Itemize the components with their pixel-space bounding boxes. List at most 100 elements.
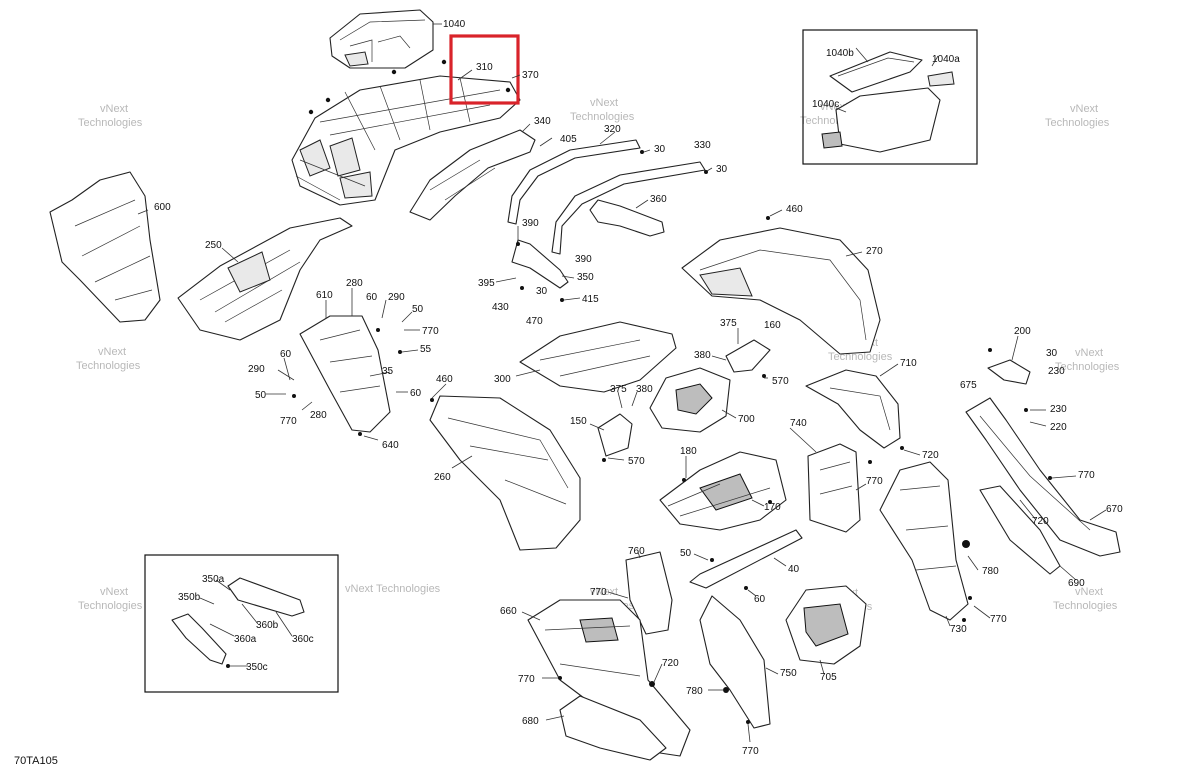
watermark-line: vNext bbox=[98, 346, 126, 358]
part-710-fender-trim[interactable] bbox=[805, 369, 901, 449]
label-30-d: 30 bbox=[1046, 348, 1058, 359]
part-705-storage[interactable] bbox=[785, 585, 867, 665]
label-40: 40 bbox=[788, 564, 800, 575]
label-170: 170 bbox=[764, 502, 781, 513]
label-55: 55 bbox=[420, 344, 432, 355]
watermark-line: vNext bbox=[100, 103, 128, 115]
leader-lines bbox=[137, 23, 1107, 743]
label-1040a: 1040a bbox=[932, 54, 960, 65]
fasteners bbox=[226, 59, 1052, 724]
watermark: vNext Technologies bbox=[78, 586, 143, 612]
label-30-c: 30 bbox=[536, 286, 548, 297]
part-200-bracket[interactable] bbox=[987, 359, 1031, 385]
part-300-cover[interactable] bbox=[519, 321, 677, 393]
label-720-b: 720 bbox=[1032, 516, 1049, 527]
label-350a: 350a bbox=[202, 574, 225, 585]
diagram-code: 70TA105 bbox=[14, 755, 58, 767]
label-640: 640 bbox=[382, 440, 399, 451]
label-675: 675 bbox=[960, 380, 977, 391]
label-670: 670 bbox=[1106, 504, 1123, 515]
watermark-line: vNext bbox=[1075, 347, 1103, 359]
label-360: 360 bbox=[650, 194, 667, 205]
part-700-console[interactable] bbox=[649, 367, 731, 433]
watermark-line: Technologies bbox=[1053, 600, 1118, 612]
label-300: 300 bbox=[494, 374, 511, 385]
label-460-b: 460 bbox=[436, 374, 453, 385]
label-430: 430 bbox=[492, 302, 509, 313]
part-740-bracket[interactable] bbox=[807, 443, 861, 533]
label-570-a: 570 bbox=[772, 376, 789, 387]
label-705: 705 bbox=[820, 672, 837, 683]
label-330: 330 bbox=[694, 140, 711, 151]
watermark: vNext Technologies bbox=[570, 97, 635, 123]
part-360-bracket[interactable] bbox=[589, 199, 665, 237]
label-600: 600 bbox=[154, 202, 171, 213]
label-350b: 350b bbox=[178, 592, 201, 603]
label-375-a: 375 bbox=[720, 318, 737, 329]
part-670-side-frame[interactable] bbox=[965, 397, 1121, 557]
watermark-line: vNext bbox=[590, 586, 618, 598]
watermark-line: vNext bbox=[590, 97, 618, 109]
label-380-b: 380 bbox=[636, 384, 653, 395]
part-40-bar[interactable] bbox=[689, 529, 803, 589]
label-60-b: 60 bbox=[280, 349, 292, 360]
label-30-b: 30 bbox=[716, 164, 728, 175]
part-270-fender[interactable] bbox=[681, 227, 881, 355]
part-1040a-latch[interactable] bbox=[927, 71, 955, 87]
watermark: vNext Technologies bbox=[78, 103, 143, 129]
watermark-line: Technologies bbox=[76, 360, 141, 372]
watermark: vNext Technologies bbox=[1055, 347, 1120, 373]
watermark: vNext Technologies bbox=[345, 583, 441, 595]
watermark-line: vNext Technologies bbox=[345, 583, 441, 595]
part-760-bracket[interactable] bbox=[625, 551, 673, 635]
label-320: 320 bbox=[604, 124, 621, 135]
part-1040-storage-box[interactable] bbox=[329, 9, 434, 69]
label-50-b: 50 bbox=[255, 390, 267, 401]
inset-box-bracket bbox=[144, 554, 339, 693]
part-330-tube[interactable] bbox=[551, 161, 706, 255]
watermark-line: Technologies bbox=[78, 600, 143, 612]
watermark-line: Technologies bbox=[570, 111, 635, 123]
label-770-c: 770 bbox=[866, 476, 883, 487]
part-rear-rack[interactable] bbox=[291, 75, 521, 206]
part-350c-bracket[interactable] bbox=[171, 613, 227, 665]
part-750-panel[interactable] bbox=[699, 595, 771, 729]
part-320-tube[interactable] bbox=[507, 139, 641, 225]
label-35: 35 bbox=[382, 366, 394, 377]
watermark: vNext Technologies bbox=[1053, 586, 1118, 612]
watermark-line: vNext bbox=[1075, 586, 1103, 598]
part-360c-bracket[interactable] bbox=[227, 577, 305, 617]
part-170-engine-cover[interactable] bbox=[659, 451, 787, 531]
label-280-a: 280 bbox=[346, 278, 363, 289]
part-600-panel[interactable] bbox=[49, 171, 161, 323]
label-370: 370 bbox=[522, 70, 539, 81]
label-740: 740 bbox=[790, 418, 807, 429]
part-260-panel[interactable] bbox=[429, 395, 581, 551]
label-350: 350 bbox=[577, 272, 594, 283]
label-50-a: 50 bbox=[412, 304, 424, 315]
highlight-box bbox=[449, 34, 520, 105]
label-200: 200 bbox=[1014, 326, 1031, 337]
part-150-cover[interactable] bbox=[597, 413, 633, 457]
part-1040b-seal[interactable] bbox=[829, 51, 923, 93]
label-340: 340 bbox=[534, 116, 551, 127]
label-250: 250 bbox=[205, 240, 222, 251]
watermark: vNext Technologies bbox=[1045, 103, 1110, 129]
label-1040: 1040 bbox=[443, 19, 466, 30]
label-720-a: 720 bbox=[922, 450, 939, 461]
watermark-line: vNext bbox=[1070, 103, 1098, 115]
watermark-line: Technologies bbox=[1055, 361, 1120, 373]
label-770-h: 770 bbox=[742, 746, 759, 757]
part-1040c-box[interactable] bbox=[821, 87, 941, 153]
label-180: 180 bbox=[680, 446, 697, 457]
part-680-panel[interactable] bbox=[559, 695, 667, 761]
part-250-floor-panel[interactable] bbox=[177, 217, 353, 341]
part-280-frame[interactable] bbox=[299, 315, 391, 433]
part-340-bracket[interactable] bbox=[409, 129, 536, 221]
part-160-bracket[interactable] bbox=[725, 339, 771, 373]
label-415: 415 bbox=[582, 294, 599, 305]
label-270: 270 bbox=[866, 246, 883, 257]
label-470: 470 bbox=[526, 316, 543, 327]
part-730-panel[interactable] bbox=[879, 461, 969, 621]
